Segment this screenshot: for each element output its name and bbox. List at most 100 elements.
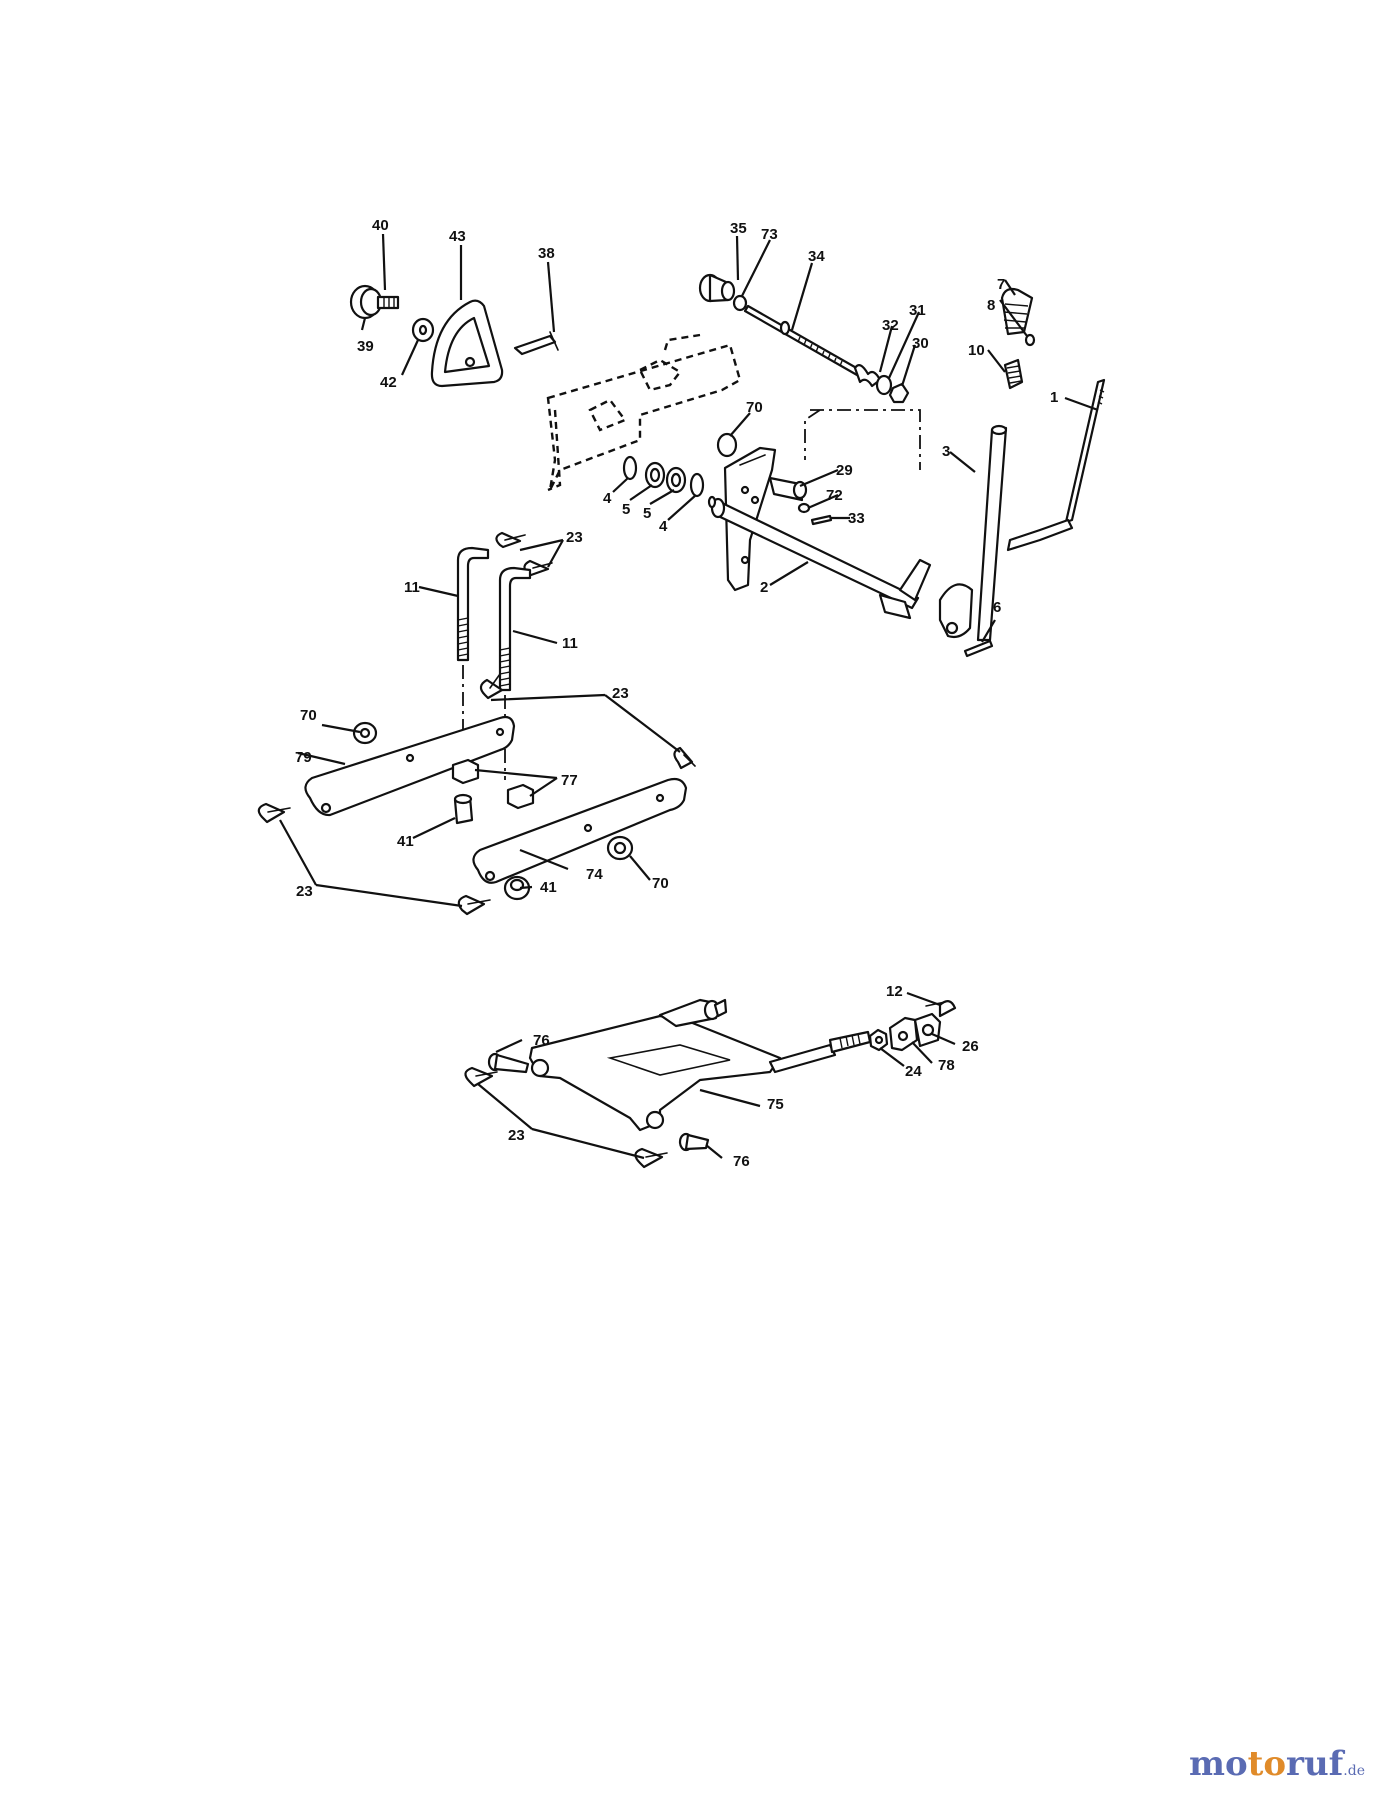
nut-30 — [888, 382, 910, 404]
rod-1 — [1006, 378, 1106, 552]
leader-lines — [279, 233, 1099, 1160]
callout-8: 8 — [987, 297, 995, 314]
callout-73: 73 — [761, 226, 778, 243]
fitting-29 — [768, 476, 808, 502]
hairpins-23b — [479, 673, 696, 770]
callout-77: 77 — [561, 772, 578, 789]
callout-41a: 41 — [397, 833, 414, 850]
watermark-part1: mo — [1188, 1744, 1248, 1784]
washer-42 — [411, 317, 435, 343]
callout-70c: 70 — [652, 875, 669, 892]
pin-76a — [487, 1052, 530, 1074]
bolt-11b — [498, 566, 532, 692]
callout-35: 35 — [730, 220, 747, 237]
callout-23c: 23 — [296, 883, 313, 900]
nut-24 — [868, 1028, 889, 1052]
clevis-78 — [888, 1016, 919, 1052]
bolt-11a — [456, 546, 490, 662]
hairpins-23d — [464, 1066, 668, 1169]
centerline-34 — [804, 409, 921, 470]
centerline-11 — [462, 665, 506, 780]
callout-40: 40 — [372, 217, 389, 234]
callout-5b: 5 — [643, 505, 651, 522]
washer-70c — [606, 835, 634, 861]
washer-31 — [875, 374, 893, 396]
callout-6: 6 — [993, 599, 1001, 616]
callout-11b: 11 — [562, 635, 578, 652]
callout-29: 29 — [836, 462, 853, 479]
callout-79: 79 — [295, 749, 312, 766]
washer-70a — [716, 432, 738, 458]
link-79 — [304, 715, 516, 817]
spring-10 — [1003, 358, 1024, 390]
callout-11a: 11 — [404, 579, 420, 596]
link-74 — [472, 777, 688, 884]
knob-39 — [349, 284, 400, 320]
callout-70b: 70 — [300, 707, 317, 724]
callout-26: 26 — [962, 1038, 979, 1055]
callout-43: 43 — [449, 228, 466, 245]
callout-7: 7 — [997, 276, 1005, 293]
block-26 — [913, 1012, 942, 1048]
rod-34 — [743, 304, 862, 377]
callout-70a: 70 — [746, 399, 763, 416]
washer-70b — [352, 721, 378, 745]
spring-32 — [853, 364, 882, 388]
callout-78: 78 — [938, 1057, 955, 1074]
pivot-arm — [938, 583, 974, 639]
callout-33: 33 — [848, 510, 865, 527]
hairpins-23c — [257, 802, 491, 916]
bolt-33 — [810, 514, 833, 526]
callout-75: 75 — [767, 1096, 784, 1113]
grip-7 — [1000, 287, 1034, 336]
pin-38 — [513, 331, 559, 356]
bushings-77 — [451, 758, 535, 810]
shaft-2 — [707, 495, 932, 620]
pin-76b — [678, 1132, 710, 1152]
callout-39: 39 — [357, 338, 374, 355]
callout-3: 3 — [942, 443, 950, 460]
callout-4a: 4 — [603, 490, 612, 507]
callout-10: 10 — [968, 342, 985, 359]
plate-75 — [528, 1014, 872, 1132]
callout-23a: 23 — [566, 529, 583, 546]
callout-5a: 5 — [622, 501, 630, 518]
callout-23b: 23 — [612, 685, 629, 702]
callout-76b: 76 — [733, 1153, 750, 1170]
callout-24: 24 — [905, 1063, 922, 1080]
callout-34: 34 — [808, 248, 825, 265]
bushing-41a — [453, 793, 474, 825]
callout-30: 30 — [912, 335, 929, 352]
callout-23d: 23 — [508, 1127, 525, 1144]
watermark-suffix: .de — [1343, 1763, 1365, 1779]
pin-6 — [963, 639, 994, 658]
callout-12: 12 — [886, 983, 903, 1000]
washer-73 — [732, 294, 748, 312]
callout-72: 72 — [826, 487, 843, 504]
callout-31: 31 — [909, 302, 926, 319]
bracket-43 — [430, 299, 504, 388]
watermark-part2: to — [1247, 1744, 1287, 1784]
washers-4-5 — [622, 455, 705, 498]
nut-8 — [1024, 333, 1036, 347]
callout-1: 1 — [1050, 389, 1058, 406]
fitting-top — [658, 998, 728, 1028]
callout-74: 74 — [586, 866, 603, 883]
callout-41b: 41 — [540, 879, 557, 896]
bushing-41b — [503, 875, 531, 901]
callout-32: 32 — [882, 317, 899, 334]
callout-4b: 4 — [659, 518, 668, 535]
callout-38: 38 — [538, 245, 555, 262]
lever-3 — [976, 424, 1008, 642]
washer-72 — [797, 502, 811, 514]
watermark-logo: motoruf.de — [1189, 1744, 1365, 1784]
callout-76a: 76 — [533, 1032, 550, 1049]
callout-2: 2 — [760, 579, 768, 596]
hairpin-12 — [925, 1000, 957, 1018]
knob-35 — [698, 273, 736, 303]
frame-outline — [546, 333, 742, 492]
watermark-part3: ruf — [1286, 1744, 1344, 1784]
callout-42: 42 — [380, 374, 397, 391]
callout-numbers: 40 43 38 39 42 35 73 34 7 8 32 31 30 10 … — [295, 217, 1058, 1170]
